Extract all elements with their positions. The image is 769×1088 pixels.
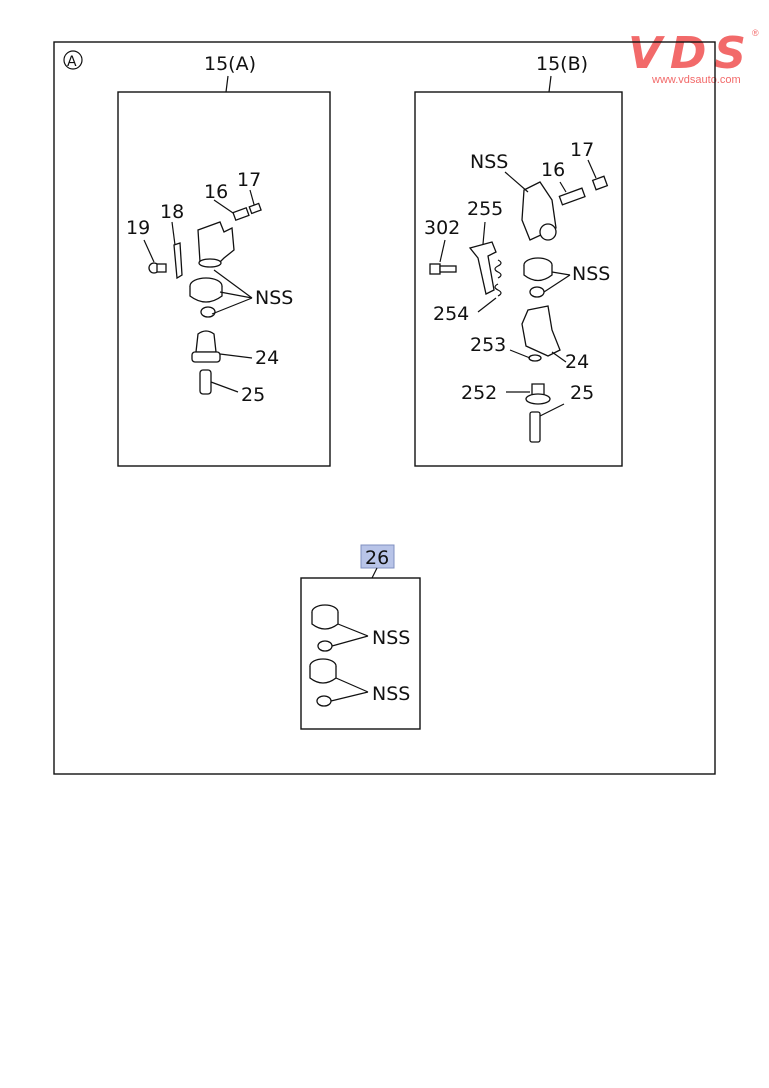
- group-26: 26 NSS NSS: [300, 544, 421, 730]
- callout: NSS: [255, 287, 293, 309]
- logo-url: www.vdsauto.com: [651, 74, 741, 86]
- outer-frame: [53, 41, 716, 775]
- logo-brand: VDS: [628, 28, 746, 79]
- callout: 24: [255, 347, 279, 369]
- callout: NSS: [372, 627, 410, 649]
- callout: 16: [204, 181, 228, 203]
- section-marker-circle: [63, 50, 83, 70]
- callout: 17: [570, 139, 594, 161]
- callout: 19: [126, 217, 150, 239]
- callout: 25: [241, 384, 265, 406]
- callout: 252: [461, 382, 497, 404]
- callout: NSS: [572, 263, 610, 285]
- callout: 18: [160, 201, 184, 223]
- highlight-badge: [360, 544, 395, 569]
- group-15b: 15(B) NSS 16 17 302 255 NSS 254 253 24 2…: [414, 53, 623, 467]
- callout: 253: [470, 334, 506, 356]
- callout: 302: [424, 217, 460, 239]
- callout: 25: [570, 382, 594, 404]
- group-title: 15(B): [536, 53, 588, 75]
- callout: 17: [237, 169, 261, 191]
- callout: 16: [541, 159, 565, 181]
- logo-registered: ®: [752, 28, 759, 38]
- callout: 255: [467, 198, 503, 220]
- vds-logo: VDS ® www.vdsauto.com: [628, 28, 759, 86]
- group-title: 15(A): [204, 53, 256, 75]
- callout: 24: [565, 351, 589, 373]
- section-marker: A: [67, 54, 77, 70]
- callout: NSS: [372, 683, 410, 705]
- group-15a: 15(A) 19 18 16 17 NSS 24 25: [117, 53, 331, 467]
- callout: 254: [433, 303, 469, 325]
- callout: NSS: [470, 151, 508, 173]
- group-title: 26: [365, 547, 389, 569]
